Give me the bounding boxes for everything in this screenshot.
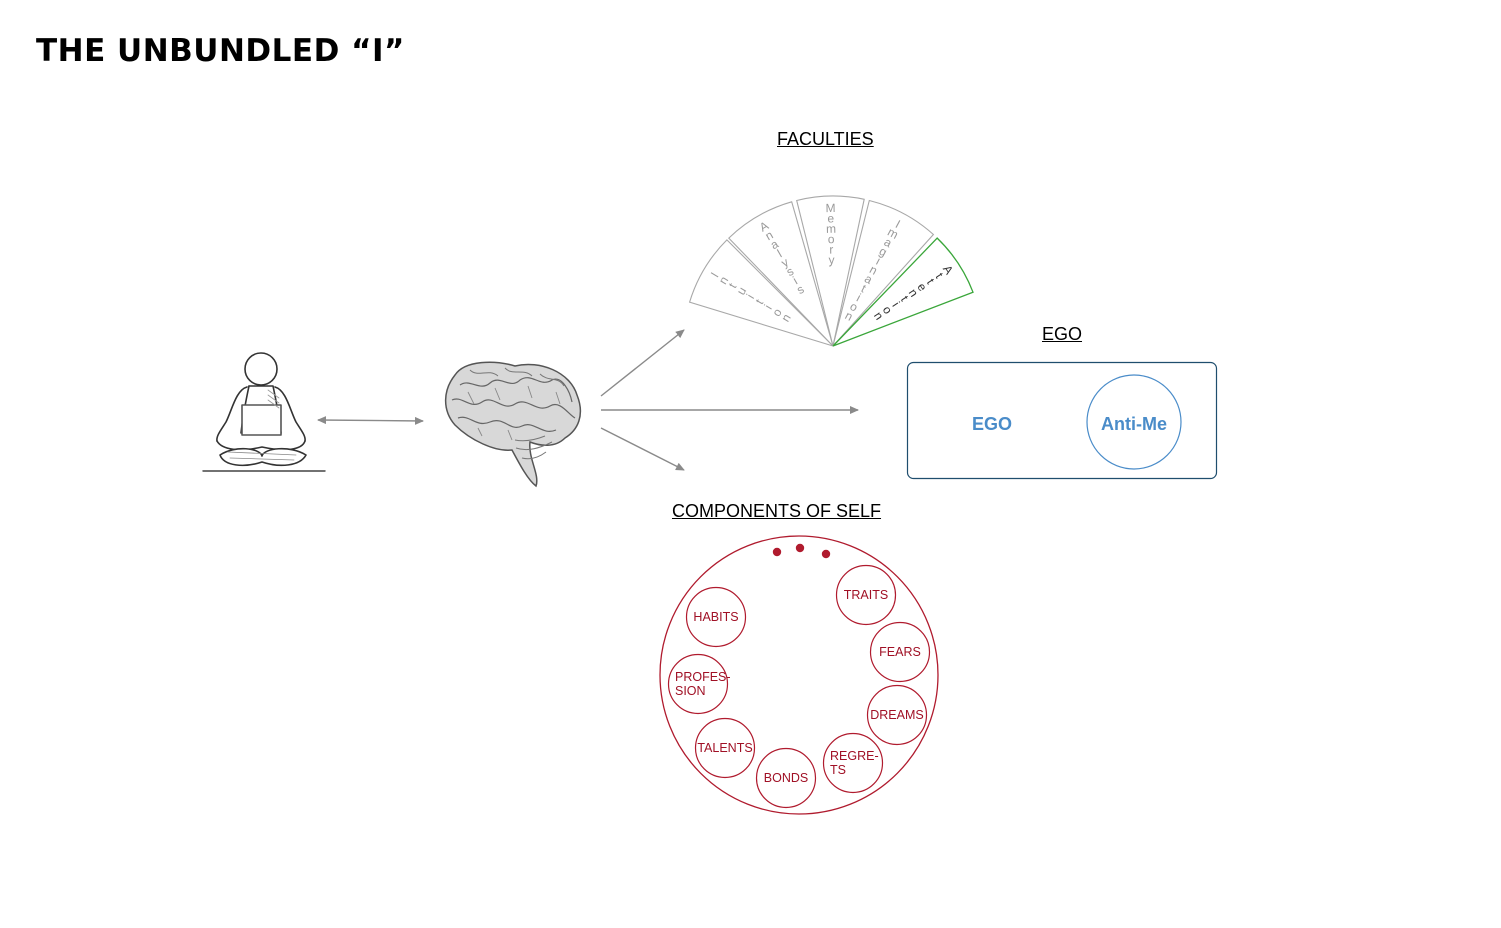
faculty-letter: i bbox=[889, 299, 902, 309]
component-label: FEARS bbox=[879, 645, 921, 659]
component-profession: PROFES-SION bbox=[667, 653, 731, 715]
faculty-letter: t bbox=[726, 280, 740, 291]
faculty-letter: m bbox=[826, 222, 836, 236]
faculty-letter: l bbox=[775, 247, 784, 260]
faculty-sector-attention bbox=[832, 237, 974, 347]
component-dreams: DREAMS bbox=[866, 684, 928, 746]
faculty-sector-intuition bbox=[688, 239, 834, 347]
faculty-sector-analysis bbox=[728, 201, 834, 347]
component-fears: FEARS bbox=[869, 621, 931, 683]
faculty-letter: e bbox=[827, 211, 834, 225]
faculty-letter: t bbox=[859, 281, 869, 295]
component-habits: HABITS bbox=[685, 586, 747, 648]
component-label: DREAMS bbox=[870, 708, 923, 722]
faculties-label: FACULTIES bbox=[777, 129, 874, 149]
faculty-sector-memory bbox=[796, 195, 865, 347]
meditating-person-icon bbox=[202, 352, 326, 472]
faculty-letter: t bbox=[924, 276, 938, 287]
component-talents: TALENTS bbox=[694, 717, 756, 779]
page-title: THE UNBUNDLED “I” bbox=[36, 33, 405, 69]
faculty-sector-imagination bbox=[832, 199, 935, 347]
ego-label: EGO bbox=[1042, 324, 1083, 344]
component-label: PROFES- bbox=[675, 670, 731, 684]
component-circle bbox=[685, 586, 747, 648]
anti-me-circle bbox=[1086, 374, 1182, 470]
faculties-fan: IntuitionAnalysisMemoryImaginationAttent… bbox=[688, 195, 974, 347]
ego-text: EGO bbox=[972, 414, 1012, 434]
faculty-letter: o bbox=[828, 232, 835, 246]
component-label: TALENTS bbox=[697, 741, 752, 755]
faculty-letter: i bbox=[791, 274, 800, 287]
ellipsis-dot bbox=[795, 543, 805, 553]
faculty-letter: t bbox=[933, 270, 947, 281]
faculty-letter: t bbox=[752, 296, 766, 307]
component-label: SION bbox=[675, 684, 706, 698]
faculty-letter: r bbox=[829, 243, 833, 257]
component-label: REGRE- bbox=[830, 749, 879, 763]
faculty-letter: M bbox=[825, 201, 835, 215]
component-traits: TRAITS bbox=[835, 564, 897, 626]
component-bonds: BONDS bbox=[755, 747, 817, 809]
component-label: TRAITS bbox=[844, 588, 888, 602]
person-brain-arrow bbox=[317, 416, 424, 425]
component-circle bbox=[866, 684, 928, 746]
component-regrets: REGRE-TS bbox=[822, 732, 884, 794]
component-label: HABITS bbox=[693, 610, 738, 624]
component-label: TS bbox=[830, 763, 846, 777]
anti-me-text: Anti-Me bbox=[1101, 414, 1167, 434]
faculty-letter: I bbox=[708, 270, 722, 280]
component-circle bbox=[667, 653, 729, 715]
component-circle bbox=[869, 621, 931, 683]
faculty-letter: y bbox=[828, 253, 834, 267]
component-circle bbox=[822, 732, 884, 794]
component-label: BONDS bbox=[764, 771, 808, 785]
brain-icon bbox=[444, 361, 582, 488]
faculty-letter: t bbox=[898, 293, 912, 304]
brain-components-arrow bbox=[600, 427, 685, 471]
faculty-letter: i bbox=[744, 292, 757, 302]
ellipsis-dot bbox=[821, 549, 831, 559]
faculty-letter: i bbox=[854, 291, 863, 305]
faculty-letter: I bbox=[893, 217, 903, 231]
component-circle bbox=[835, 564, 897, 626]
components-label: COMPONENTS OF SELF bbox=[672, 501, 882, 521]
brain-faculties-arrow bbox=[600, 329, 685, 397]
faculty-letter: i bbox=[874, 254, 883, 268]
ellipsis-dot bbox=[772, 547, 782, 557]
faculty-letter: i bbox=[762, 302, 775, 312]
components-outer-circle bbox=[659, 535, 939, 815]
component-circle bbox=[694, 717, 756, 779]
component-circle bbox=[755, 747, 817, 809]
components-group: HABITS PROFES-SION TALENTS BONDS REGRE-TS DRE… bbox=[667, 564, 931, 809]
